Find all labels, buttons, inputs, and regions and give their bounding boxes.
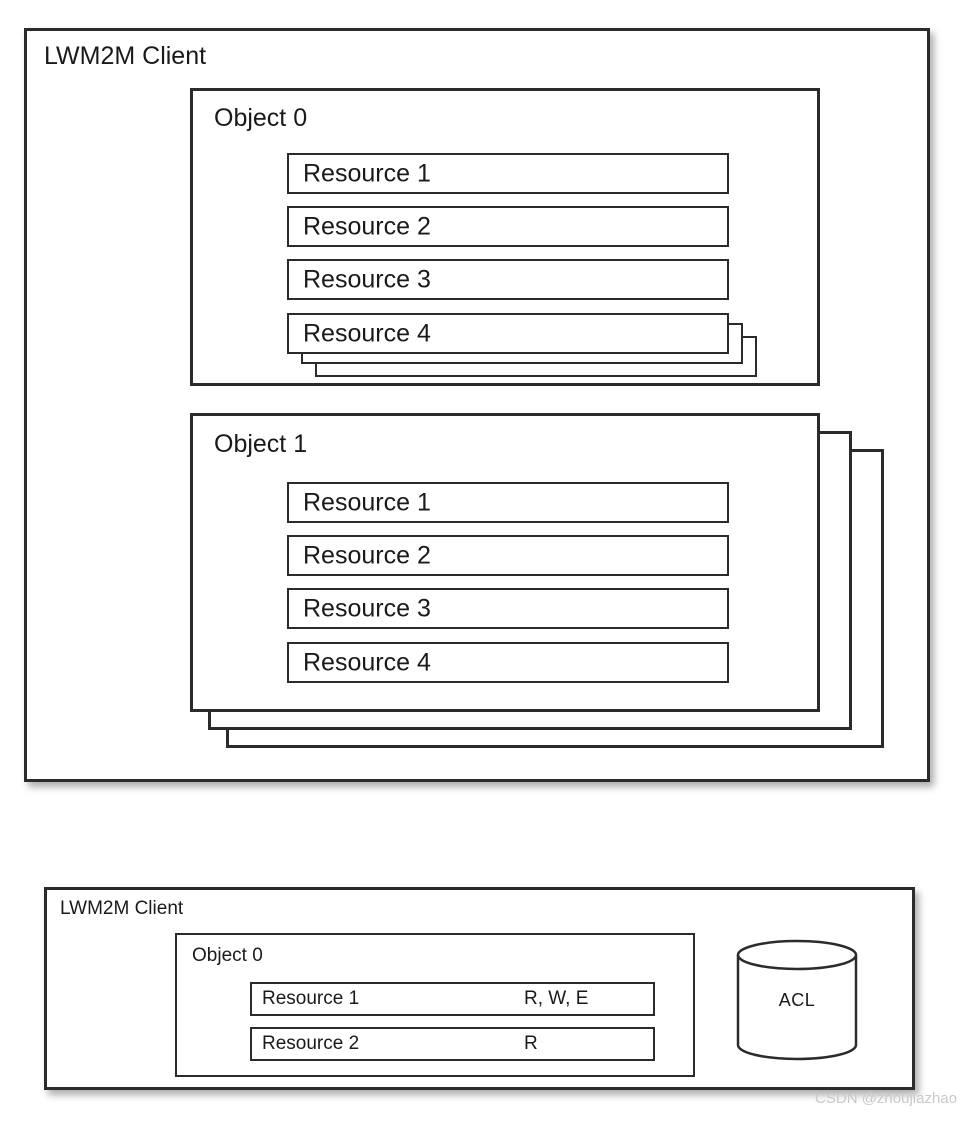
acl-database-cylinder: ACL	[732, 935, 862, 1065]
database-cylinder-icon	[736, 939, 858, 1061]
resource-label: Resource 4	[303, 319, 431, 347]
resource-row: Resource 1	[287, 153, 729, 194]
resource-access-rights: R, W, E	[524, 988, 589, 1009]
resource-row: Resource 2	[287, 535, 729, 576]
resource-label: Resource 3	[303, 594, 431, 622]
resource-row: Resource 3	[287, 259, 729, 300]
resource-row-with-rights: Resource 1 R, W, E	[250, 982, 655, 1016]
resource-row: Resource 3	[287, 588, 729, 629]
resource-label: Resource 4	[303, 648, 431, 676]
lwm2m-client-title-top: LWM2M Client	[44, 42, 207, 70]
resource-access-rights: R	[524, 1033, 538, 1054]
resource-row: Resource 4	[287, 642, 729, 683]
resource-label: Resource 3	[303, 265, 431, 293]
resource-row-with-rights: Resource 2 R	[250, 1027, 655, 1061]
resource-label: Resource 1	[262, 988, 360, 1009]
resource-label: Resource 2	[303, 212, 431, 240]
acl-label: ACL	[778, 989, 816, 1010]
resource-label: Resource 2	[303, 541, 431, 569]
resource-label: Resource 1	[303, 488, 431, 516]
resource-label: Resource 1	[303, 159, 431, 187]
resource-label: Resource 2	[262, 1033, 360, 1054]
lwm2m-client-title-bottom: LWM2M Client	[60, 898, 184, 919]
object-0-title-top: Object 0	[214, 104, 308, 132]
object-0-title-bottom: Object 0	[192, 945, 263, 966]
watermark: CSDN @zhoujiazhao	[815, 1090, 957, 1107]
object-1-title-top: Object 1	[214, 430, 308, 458]
resource-row: Resource 1	[287, 482, 729, 523]
resource-row: Resource 2	[287, 206, 729, 247]
resource-row: Resource 4	[287, 313, 729, 354]
